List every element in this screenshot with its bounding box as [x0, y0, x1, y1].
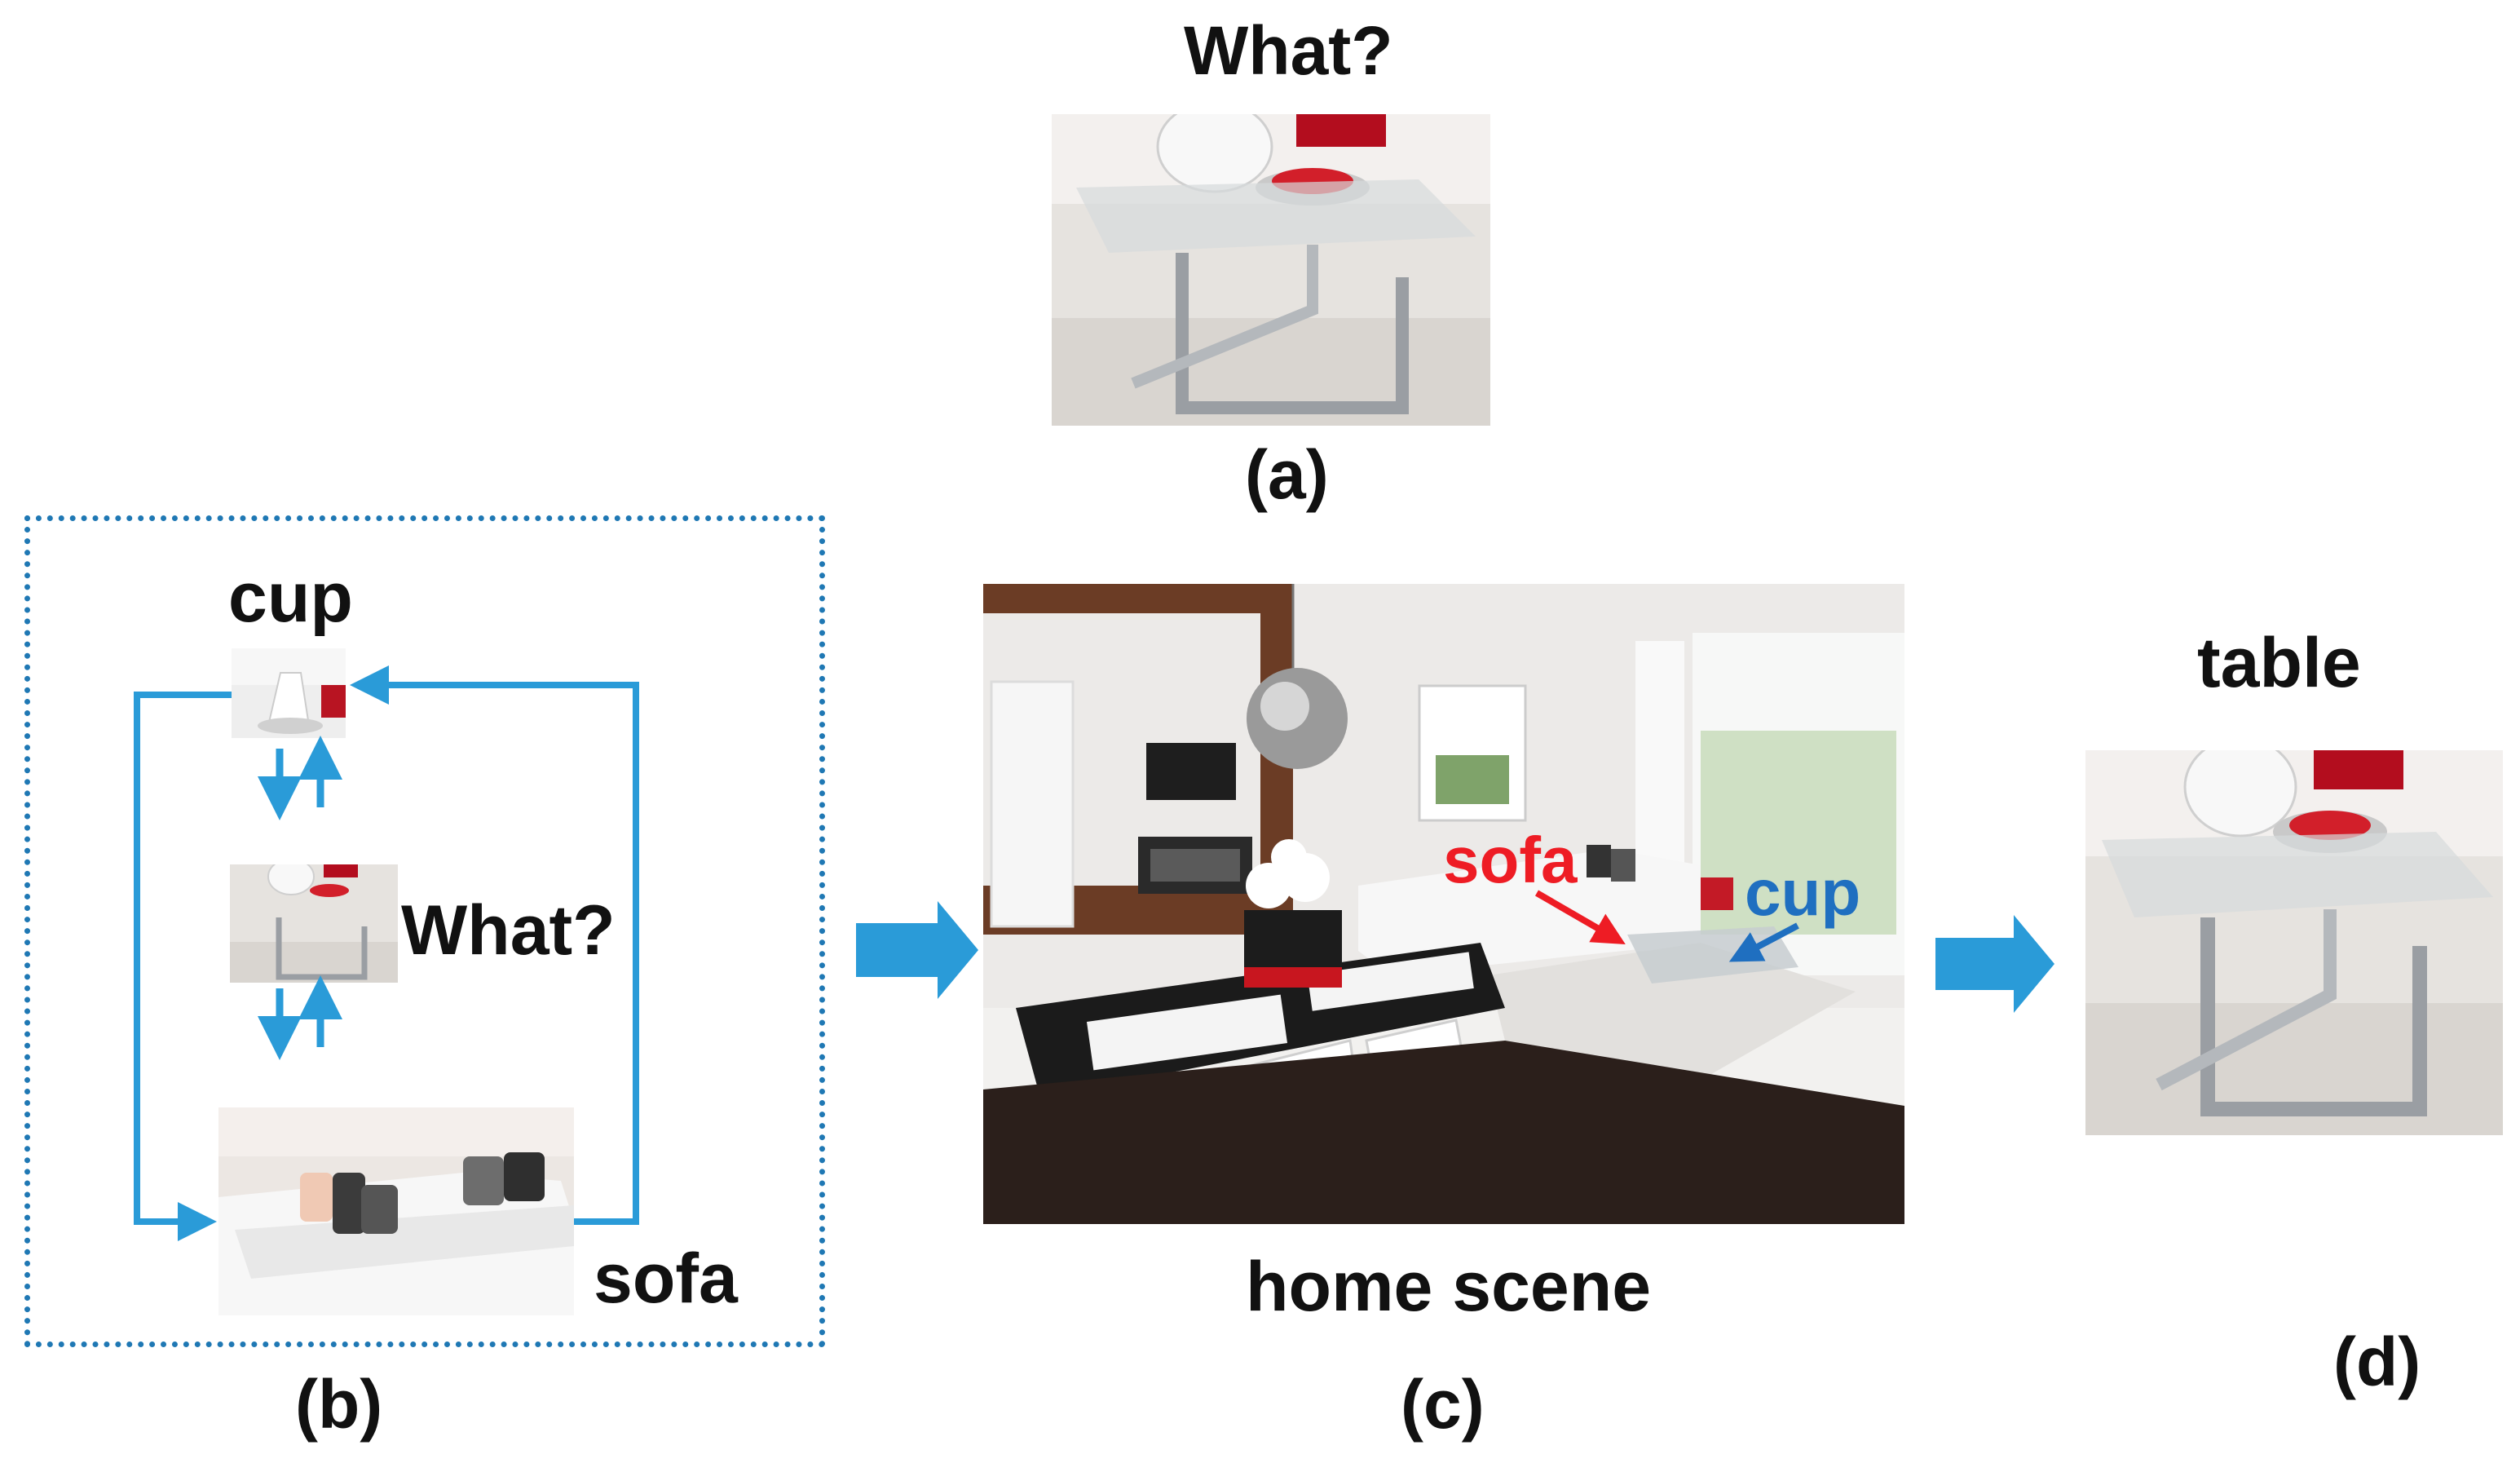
panel-b-cup-label: cup: [228, 559, 353, 637]
table-photo-large-icon: [2085, 750, 2503, 1135]
panel-d-caption: (d): [2333, 1324, 2421, 1400]
sofa-photo-icon: [218, 1107, 574, 1315]
panel-c-home-scene-image: [983, 584, 1904, 1224]
panel-c-sofa-label: sofa: [1443, 824, 1578, 896]
panel-b-query-label: What?: [401, 891, 616, 970]
table-photo-icon: [1052, 114, 1490, 426]
block-arrow-b-to-c: [856, 901, 978, 999]
cup-annotation-arrow: [1728, 922, 1799, 962]
panel-d-title: table: [2197, 624, 2361, 702]
table-photo-small-icon: [230, 864, 398, 983]
cup-photo-icon: [232, 648, 346, 738]
panel-b-table-image: [230, 864, 398, 983]
panel-c-scene-label: home scene: [1246, 1248, 1652, 1326]
panel-a-caption: (a): [1245, 436, 1329, 513]
panel-b-sofa-label: sofa: [594, 1240, 738, 1318]
panel-b-caption: (b): [295, 1366, 383, 1443]
panel-b-dashed-box: [24, 515, 825, 1347]
loop-right-connector: [350, 665, 639, 1225]
panel-b-sofa-image: [218, 1107, 574, 1315]
panel-c-caption: (c): [1401, 1366, 1485, 1443]
panel-a-table-image: [1052, 114, 1490, 426]
block-arrow-c-to-d: [1935, 915, 2054, 1013]
loop-left-connector: [134, 692, 232, 1241]
panel-c-cup-label: cup: [1745, 856, 1861, 929]
panel-d-table-image: [2085, 750, 2503, 1135]
panel-b-cup-image: [232, 648, 346, 738]
home-scene-photo-icon: [983, 584, 1904, 1224]
sofa-annotation-arrow: [1534, 890, 1626, 945]
panel-a-title: What?: [1184, 12, 1393, 89]
